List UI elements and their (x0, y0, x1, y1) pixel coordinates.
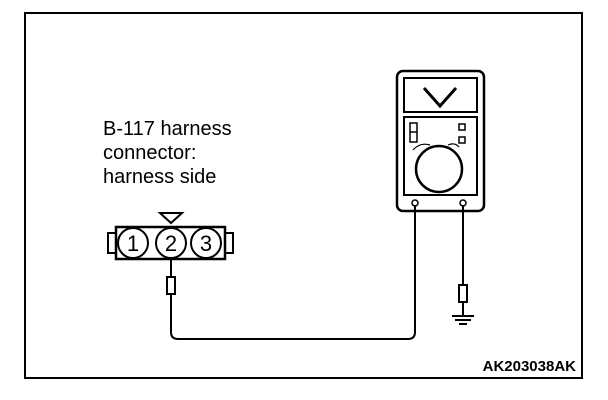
ground-symbol-icon (452, 302, 474, 325)
pin-2-label: 2 (165, 231, 177, 256)
pin-3-label: 3 (200, 231, 212, 256)
meter-case (395, 69, 486, 213)
meter-jack-com (411, 199, 419, 207)
connector-lock-triangle-icon (157, 212, 185, 225)
meter-rotary-dial (414, 144, 464, 194)
figure-code: AK203038AK (483, 358, 577, 375)
meter-dial-scale (412, 143, 460, 151)
connector-label-line-1: B-117 harness (103, 118, 232, 140)
volt-symbol-icon (422, 87, 458, 109)
ground-probe-icon (458, 284, 468, 303)
diagram-frame (24, 12, 583, 379)
connector-label-line-2: connector: (103, 142, 196, 164)
harness-connector: 1 2 3 (107, 212, 234, 261)
voltmeter-icon (395, 69, 486, 213)
meter-dial-panel (403, 116, 478, 196)
pin-1-label: 1 (127, 231, 139, 256)
meter-button-2 (458, 136, 466, 144)
meter-display (403, 77, 478, 113)
test-probe-icon (166, 258, 176, 295)
pin-1-circle (117, 227, 149, 259)
pin-3-circle (190, 227, 222, 259)
meter-button-1 (458, 123, 466, 131)
test-lead-wire (170, 205, 416, 340)
connector-label-line-3: harness side (103, 166, 216, 188)
